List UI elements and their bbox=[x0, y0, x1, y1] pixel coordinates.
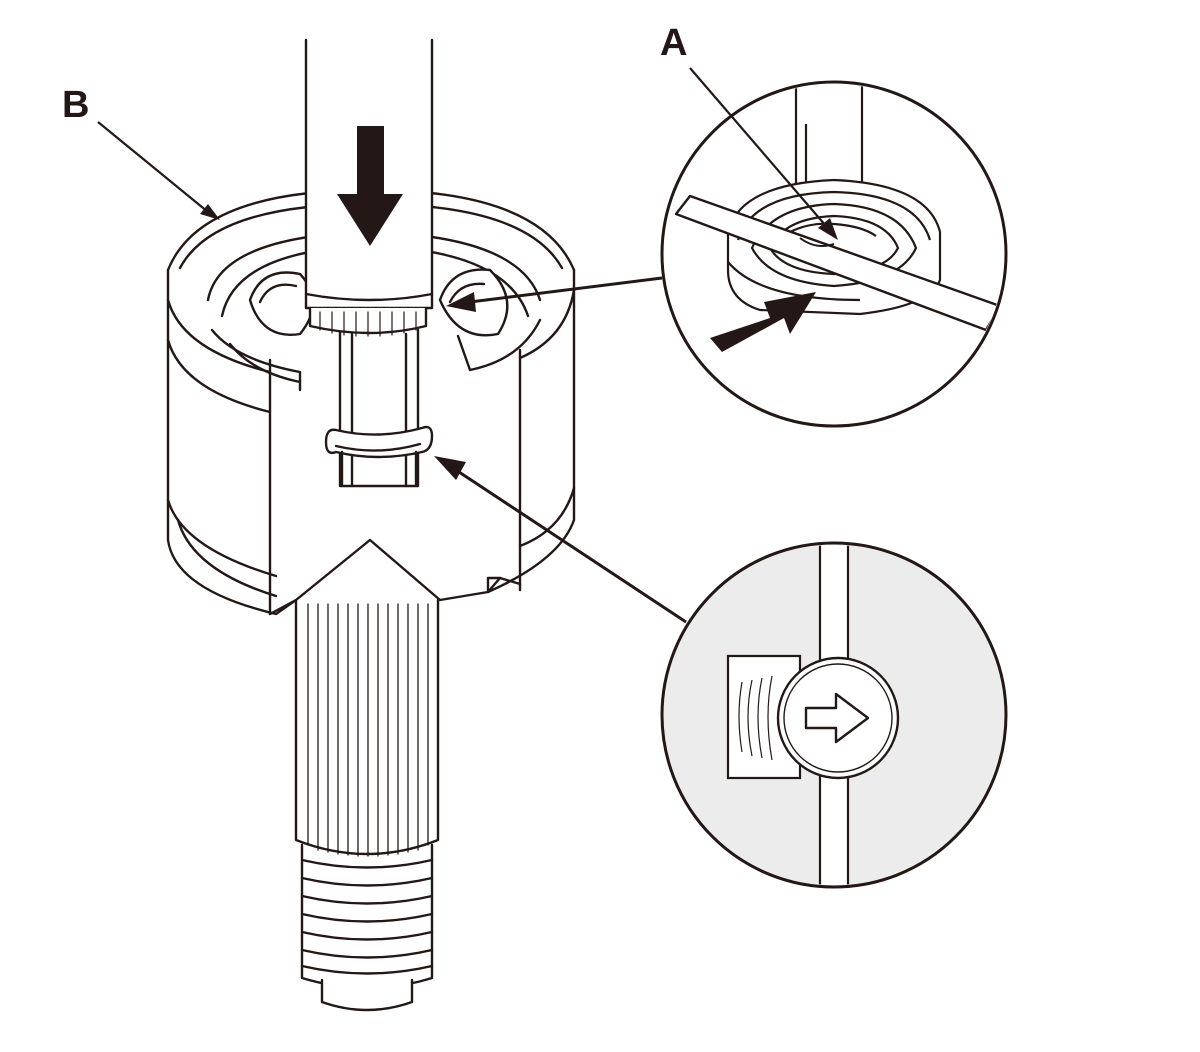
threaded-end bbox=[300, 843, 434, 1012]
inner-shaft bbox=[338, 328, 420, 488]
detail-view-a bbox=[660, 80, 1008, 428]
push-in-arrow-icon bbox=[710, 292, 816, 352]
callout-label-b: B bbox=[62, 84, 90, 126]
leader-line-a bbox=[689, 67, 827, 227]
leader-line-b bbox=[97, 121, 209, 213]
circlip bbox=[324, 425, 434, 486]
shaft-assembly bbox=[166, 38, 576, 1012]
leader-arrowhead-a bbox=[818, 218, 838, 240]
splined-shaft bbox=[294, 598, 440, 857]
right-arrow-icon bbox=[804, 692, 870, 744]
pointer-arrowhead-circlip bbox=[434, 456, 466, 480]
pointer-line-a bbox=[469, 276, 663, 304]
detail-view-circlip bbox=[660, 541, 1008, 889]
callout-label-a: A bbox=[660, 22, 688, 64]
leader-arrowhead-b bbox=[200, 204, 220, 220]
pointer-line-circlip bbox=[455, 468, 687, 624]
pointer-arrowhead-a bbox=[446, 292, 476, 312]
press-down-arrow-icon bbox=[337, 126, 403, 246]
